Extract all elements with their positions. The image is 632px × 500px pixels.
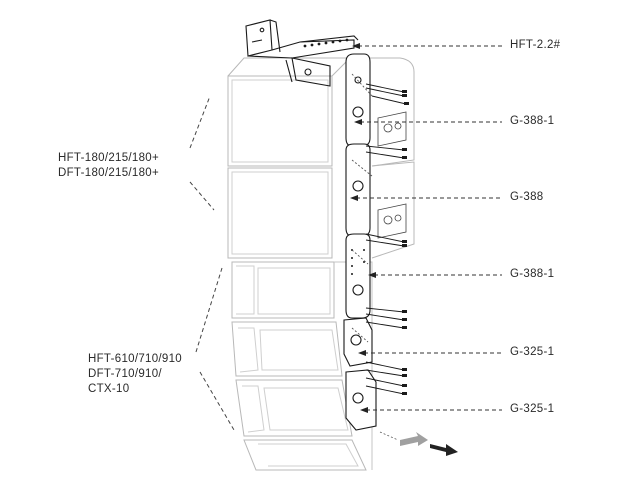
callout-label-hft-22: HFT-2.2#: [510, 39, 561, 51]
cabinet-fourth: [231, 321, 343, 377]
group-brackets: [189, 95, 235, 431]
cabinet-third: [231, 261, 335, 319]
fly-frame: [245, 19, 359, 87]
group-lower-line-3: CTX-10: [88, 383, 130, 395]
connector-plate-1: [377, 111, 407, 147]
link-g388-1-top: [345, 53, 371, 147]
gray-arrow: [400, 432, 428, 446]
group-upper-line-2: DFT-180/215/180+: [58, 167, 160, 179]
cabinet-second: [227, 161, 415, 259]
quick-release-pins: [351, 73, 409, 395]
connector-plate-2: [377, 203, 407, 239]
cabinet-top: [227, 57, 415, 167]
callout-label-g388-1-top: G-388-1: [510, 115, 555, 127]
cabinet-fifth: [235, 379, 353, 437]
rear-links: [343, 53, 377, 431]
link-g388-1-mid: [345, 233, 371, 319]
callout-label-g325-1-a: G-325-1: [510, 346, 555, 358]
callout-label-g388: G-388: [510, 191, 544, 203]
black-arrow: [430, 444, 458, 456]
cabinet-stack: [227, 57, 415, 471]
group-lower-line-1: HFT-610/710/910: [88, 353, 183, 365]
callout-arrowheads: [350, 43, 376, 413]
group-upper-line-1: HFT-180/215/180+: [58, 152, 160, 164]
callout-label-g388-1-mid: G-388-1: [510, 268, 555, 280]
cabinet-bottom: [243, 439, 367, 471]
group-label-lower: HFT-610/710/910 DFT-710/910/ CTX-10: [88, 352, 182, 397]
callout-label-g325-1-b: G-325-1: [510, 403, 555, 415]
group-label-upper: HFT-180/215/180+ DFT-180/215/180+: [58, 151, 159, 181]
callout-leaders: [356, 45, 502, 411]
group-lower-line-2: DFT-710/910/: [88, 368, 162, 380]
side-connectors: [377, 111, 407, 239]
direction-arrows: [379, 431, 458, 456]
link-g388: [345, 143, 371, 237]
